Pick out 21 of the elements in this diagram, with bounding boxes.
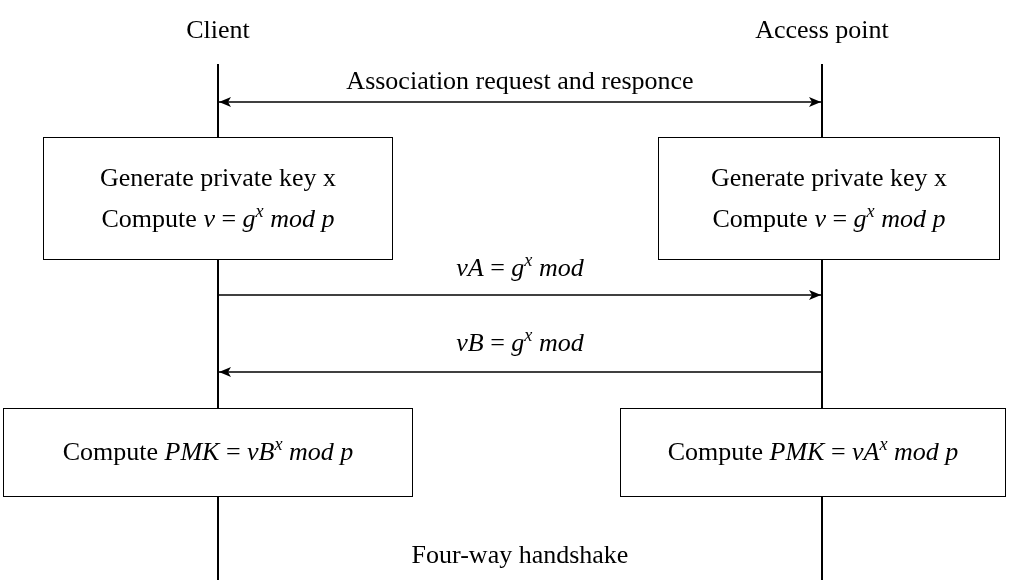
process-box [3,408,413,497]
box-text: Compute PMK = vB$^{x}$ mod p [62,433,354,469]
lifeline [217,64,219,137]
message-arrow [218,290,822,300]
box-text: Generate private key x [710,162,947,195]
lifeline [821,260,823,408]
participant-label: Access point [755,13,889,46]
message-arrow [218,97,822,107]
box-text: Compute v = g$^{x}$ mod p [101,199,335,235]
lifeline [821,64,823,137]
lifeline [217,497,219,580]
lifeline [217,260,219,408]
box-text: Compute v = g$^{x}$ mod p [712,199,946,235]
box-text: Generate private key x [99,162,336,195]
box-text: Compute PMK = vA$^{x}$ mod p [667,433,959,469]
participant-label: Client [186,13,250,46]
process-box [658,137,1000,260]
process-box [620,408,1006,497]
lifeline [821,497,823,580]
process-box [43,137,393,260]
message-arrow [218,367,822,377]
